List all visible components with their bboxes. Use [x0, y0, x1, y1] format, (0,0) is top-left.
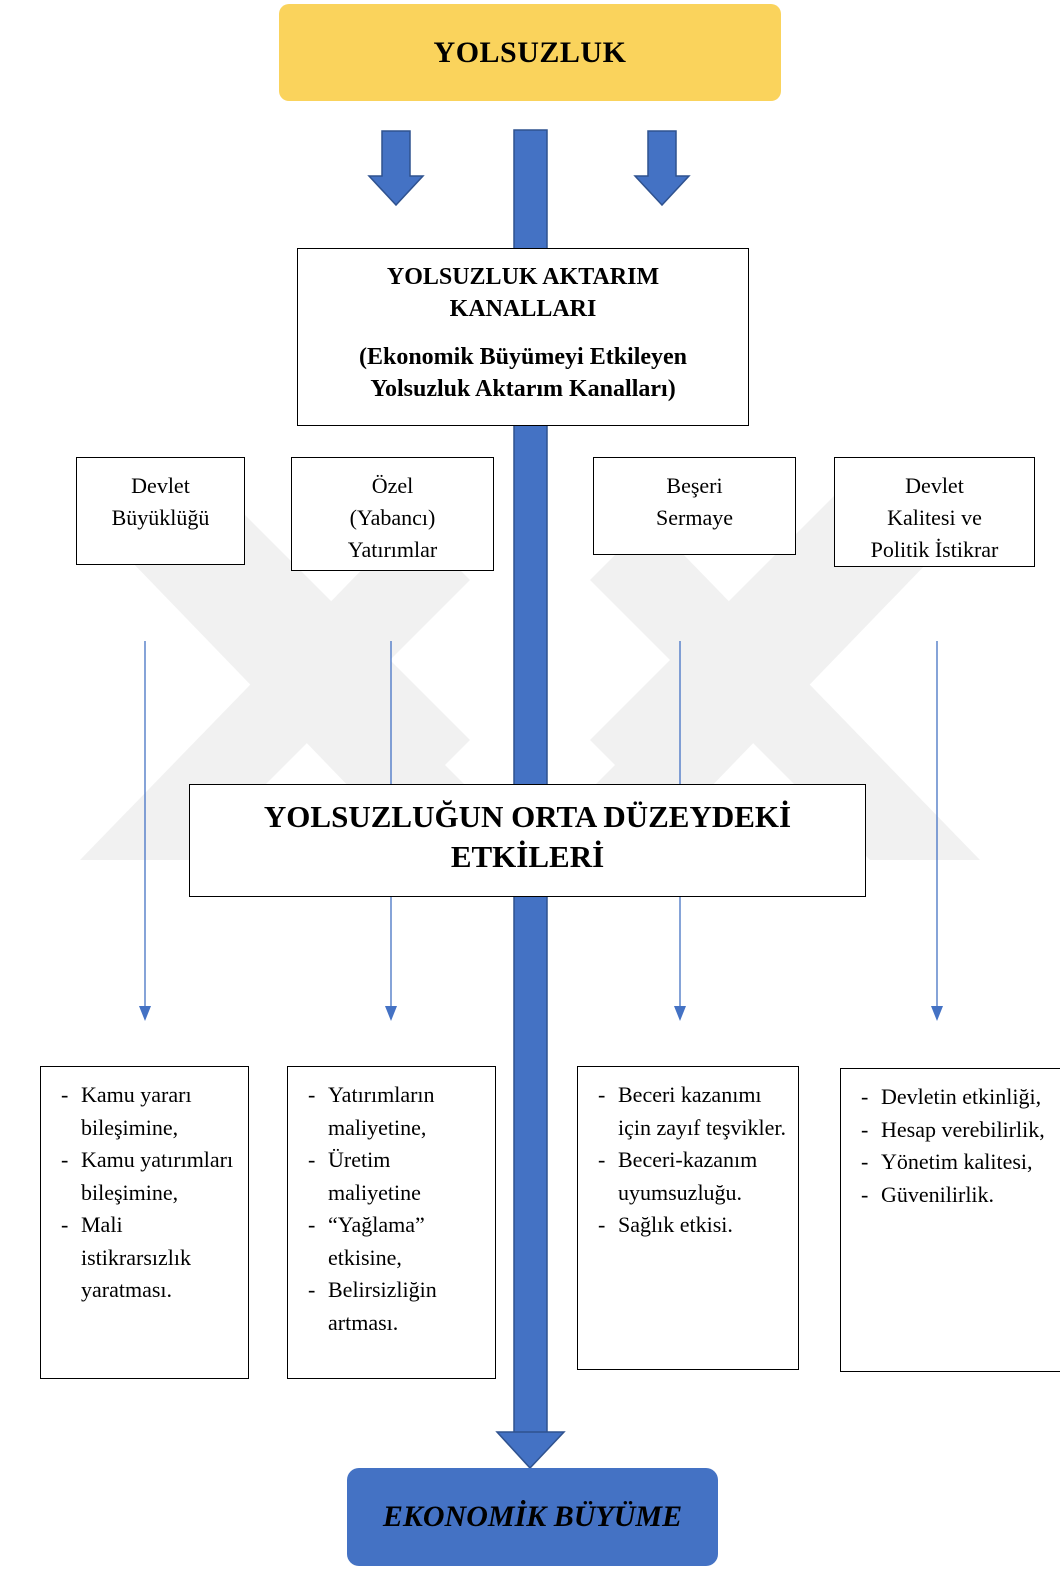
central-arrowhead	[495, 1431, 566, 1470]
effects-government-size: Kamu yararı bileşimine, Kamu yatırımları…	[40, 1066, 249, 1379]
category-line: (Yabancı)	[349, 505, 436, 530]
effect-item: Belirsizliğin artması.	[308, 1274, 485, 1339]
category-line: Beşeri	[666, 473, 723, 498]
category-line: Kalitesi ve	[887, 505, 982, 530]
effect-item: Beceri kazanımı için zayıf teşvikler.	[598, 1079, 788, 1144]
effect-item: Sağlık etkisi.	[598, 1209, 788, 1242]
effect-item: Beceri-kazanım uyumsuzluğu.	[598, 1144, 788, 1209]
effect-item: Devletin etkinliği,	[861, 1081, 1051, 1114]
connector-arrowhead	[674, 1006, 686, 1021]
effect-item: Kamu yatırımları bileşimine,	[61, 1144, 238, 1209]
economic-growth-title: EKONOMİK BÜYÜME	[382, 1500, 683, 1533]
economic-growth-box: EKONOMİK BÜYÜME	[347, 1468, 718, 1566]
corruption-box: YOLSUZLUK	[279, 4, 781, 101]
category-line: Özel	[371, 473, 414, 498]
channels-title: YOLSUZLUK AKTARIM KANALLARI	[386, 264, 660, 322]
category-line: Devlet	[131, 473, 190, 498]
corruption-title: YOLSUZLUK	[433, 35, 627, 69]
effect-item: Kamu yararı bileşimine,	[61, 1079, 238, 1144]
transmission-channels-box: YOLSUZLUK AKTARIM KANALLARI (Ekonomik Bü…	[297, 248, 749, 426]
category-government-quality: Devlet Kalitesi ve Politik İstikrar	[834, 457, 1035, 567]
intermediate-effects-box: YOLSUZLUĞUN ORTA DÜZEYDEKİ ETKİLERİ	[189, 784, 866, 897]
effect-item: “Yağlama” etkisine,	[308, 1209, 485, 1274]
effects-private-investment: Yatırımların maliyetine, Üretim maliyeti…	[287, 1066, 496, 1379]
category-line: Devlet	[905, 473, 964, 498]
connector-arrowhead	[139, 1006, 151, 1021]
effect-item: Mali istikrarsızlık yaratması.	[61, 1209, 238, 1307]
effects-government-quality: Devletin etkinliği, Hesap verebilirlik, …	[840, 1068, 1060, 1372]
category-private-investment: Özel (Yabancı) Yatırımlar	[291, 457, 494, 571]
effects-human-capital: Beceri kazanımı için zayıf teşvikler. Be…	[577, 1066, 799, 1370]
category-line: Yatırımlar	[347, 537, 438, 562]
category-government-size: Devlet Büyüklüğü	[76, 457, 245, 565]
category-line: Büyüklüğü	[111, 505, 210, 530]
connector-arrowhead	[931, 1006, 943, 1021]
channels-subtitle: (Ekonomik Büyümeyi Etkileyen Yolsuzluk A…	[358, 344, 688, 402]
effect-item: Güvenilirlik.	[861, 1179, 1051, 1212]
right-down-arrow-icon	[633, 130, 691, 207]
intermediate-effects-title: YOLSUZLUĞUN ORTA DÜZEYDEKİ ETKİLERİ	[263, 799, 792, 874]
category-line: Sermaye	[656, 505, 733, 530]
category-human-capital: Beşeri Sermaye	[593, 457, 796, 555]
effect-item: Yönetim kalitesi,	[861, 1146, 1051, 1179]
category-line: Politik İstikrar	[870, 537, 999, 562]
effect-item: Hesap verebilirlik,	[861, 1114, 1051, 1147]
effect-item: Üretim maliyetine	[308, 1144, 485, 1209]
connector-arrowhead	[385, 1006, 397, 1021]
left-down-arrow-icon	[367, 130, 425, 207]
effect-item: Yatırımların maliyetine,	[308, 1079, 485, 1144]
